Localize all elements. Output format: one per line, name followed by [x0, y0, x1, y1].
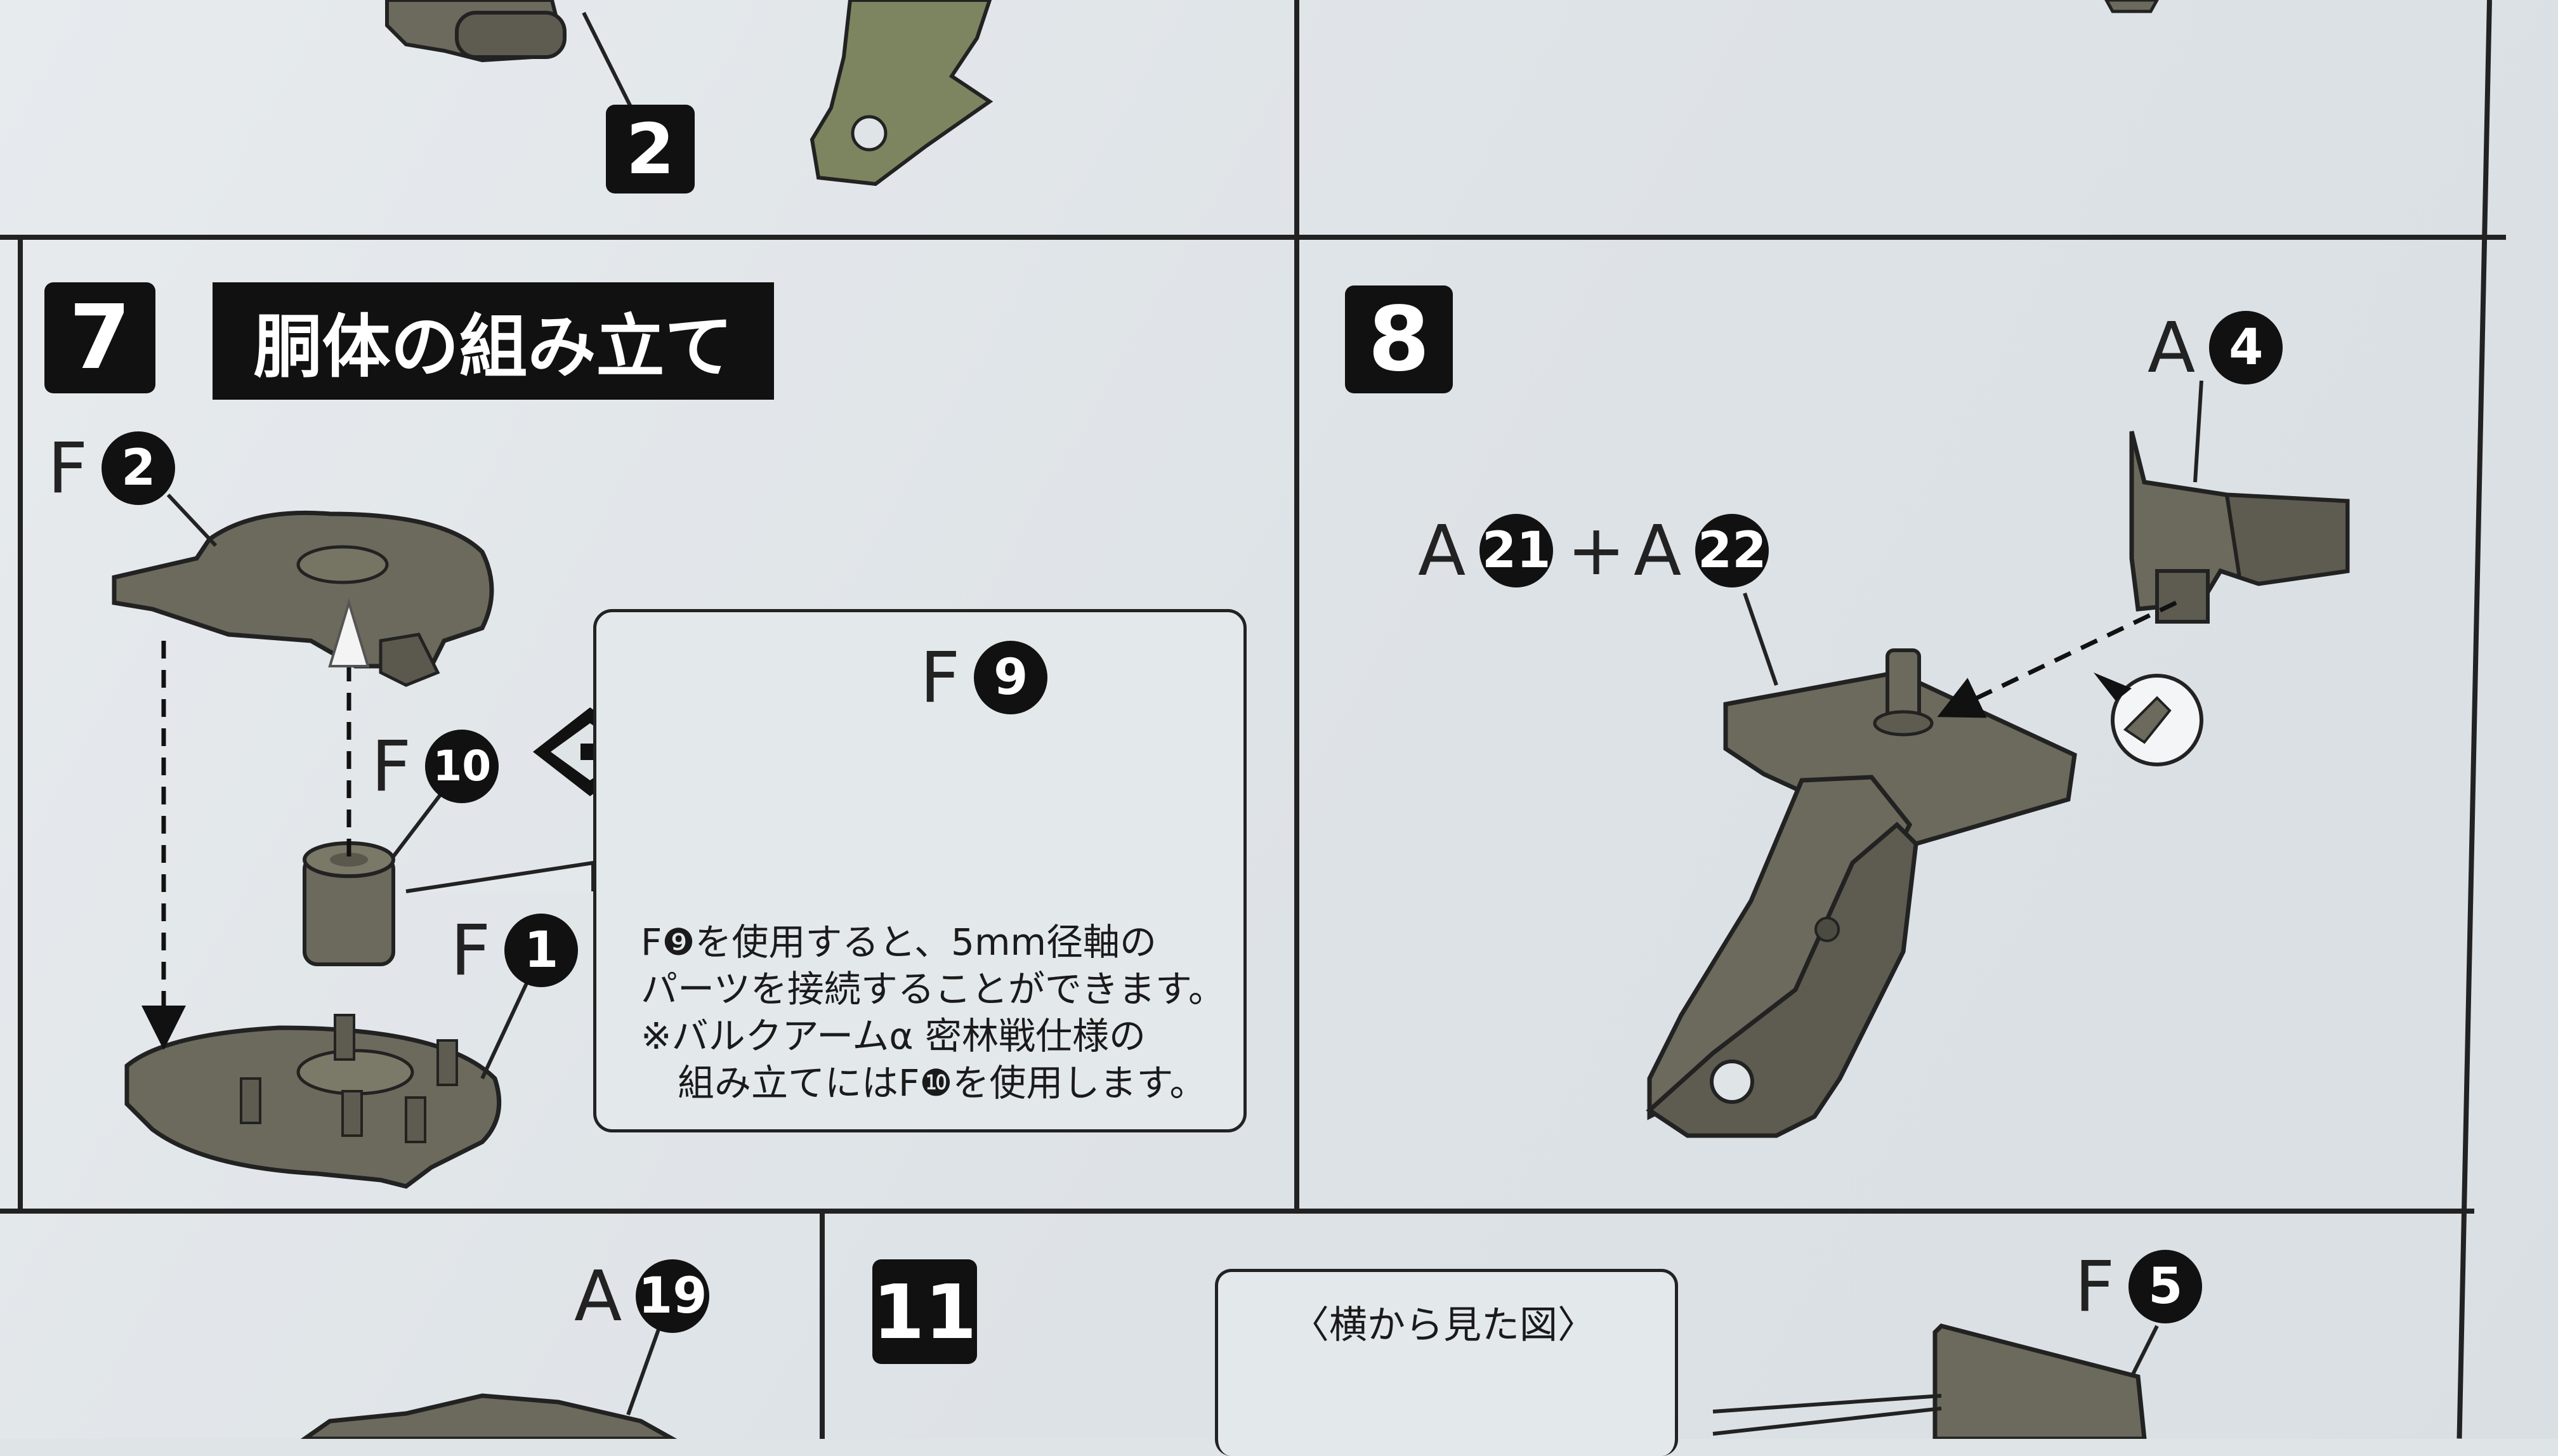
- label-letter: F: [48, 428, 88, 509]
- label-number-circle: 5: [2128, 1250, 2203, 1323]
- bottom-left-part: [300, 1325, 678, 1439]
- part-f10-cylinder: [303, 841, 395, 966]
- divider-vertical-top: [1294, 0, 1299, 1212]
- label-a22: A 22: [1634, 514, 1769, 587]
- label-number-circle: 19: [636, 1259, 710, 1333]
- divider-horizontal-top: [0, 235, 2506, 240]
- side-view-label: 〈横から見た図〉: [1291, 1303, 1596, 1348]
- label-letter: A: [1634, 510, 1682, 591]
- part-f5: [1712, 1323, 2159, 1439]
- step-7-number: 7: [44, 282, 155, 393]
- note-line-2: パーツを接続することができます。: [641, 967, 1226, 1011]
- note-line-4: 組み立てにはF❿を使用します。: [641, 1061, 1207, 1105]
- label-number-circle: 2: [102, 431, 176, 505]
- label-number-circle: 1: [504, 914, 579, 987]
- label-number-circle: 10: [425, 730, 499, 803]
- top-right-part: [2104, 0, 2159, 13]
- label-number-circle: 22: [1695, 514, 1769, 587]
- label-f1: F 1: [450, 910, 579, 991]
- step-7-title: 胴体の組み立て: [213, 282, 774, 400]
- part-a4-bracket: [2129, 431, 2350, 624]
- label-number-circle: 4: [2209, 311, 2283, 384]
- note-box: [593, 609, 1247, 1132]
- label-letter: A: [1418, 510, 1466, 591]
- label-f2: F 2: [48, 428, 176, 509]
- divider-vertical-bottom: [820, 1209, 825, 1439]
- label-letter: A: [574, 1256, 622, 1337]
- label-letter: A: [2148, 307, 2196, 388]
- assembly-arrow-up-head: [328, 598, 370, 667]
- label-f9: F 9: [920, 637, 1048, 718]
- step-11-number: 11: [872, 1259, 977, 1364]
- top-left-green-part: [810, 0, 994, 187]
- divider-horizontal-bottom: [0, 1209, 2474, 1214]
- top-left-part: [385, 0, 636, 115]
- part-f2-upper-torso: [112, 510, 494, 687]
- note-line-3: ※バルクアームα 密林戦仕様の: [641, 1014, 1146, 1058]
- plus-sign: +: [1567, 509, 1626, 591]
- label-letter: F: [920, 637, 961, 718]
- magnify-detail-icon: [2094, 672, 2203, 766]
- label-f10: F 10: [371, 730, 499, 803]
- label-number-circle: 21: [1479, 514, 1554, 587]
- part-a21-a22-arm-base: [1646, 648, 2077, 1138]
- label-letter: F: [450, 910, 491, 991]
- part-f1-lower-torso: [124, 1014, 502, 1189]
- note-callout-pointer: [405, 860, 595, 893]
- label-letter: F: [2075, 1246, 2115, 1327]
- part-number-badge: 2: [606, 105, 695, 193]
- side-view-box: [1215, 1269, 1678, 1456]
- note-line-1: F❾を使用すると、5mm径軸の: [641, 921, 1157, 964]
- step-8-number: 8: [1345, 285, 1453, 393]
- assembly-arrow-step8: [1937, 600, 2177, 718]
- label-f5: F 5: [2075, 1246, 2203, 1327]
- divider-vertical-left: [18, 235, 23, 1212]
- label-letter: F: [371, 726, 412, 807]
- label-number-circle: 9: [974, 641, 1048, 714]
- label-a21: A 21: [1418, 510, 1554, 591]
- label-a19: A 19: [574, 1256, 710, 1337]
- label-a4: A 4: [2148, 311, 2283, 384]
